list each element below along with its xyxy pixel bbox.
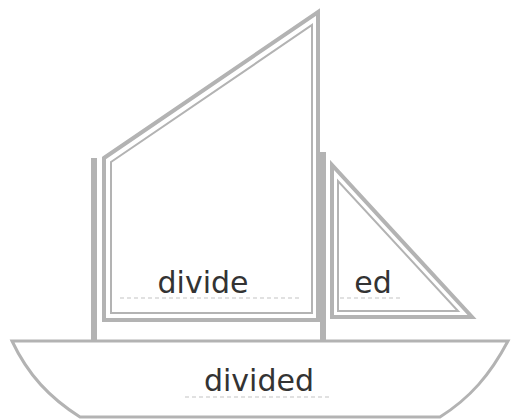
writing-line [185,396,332,397]
word-text: divided [204,366,314,396]
outline-stroke [338,181,458,311]
outline-stroke [104,12,318,320]
outline-stroke [12,341,508,417]
outline-stroke [332,165,472,317]
main-sail: divide [100,8,326,326]
word-text: ed [354,268,392,298]
outline-stroke [111,25,312,313]
left-mast [91,158,97,341]
jib-sail-outline [328,160,478,322]
word-text: divide [158,268,249,298]
jib-sail: ed [328,160,478,322]
hull: divided [8,336,512,419]
right-mast [320,152,326,341]
